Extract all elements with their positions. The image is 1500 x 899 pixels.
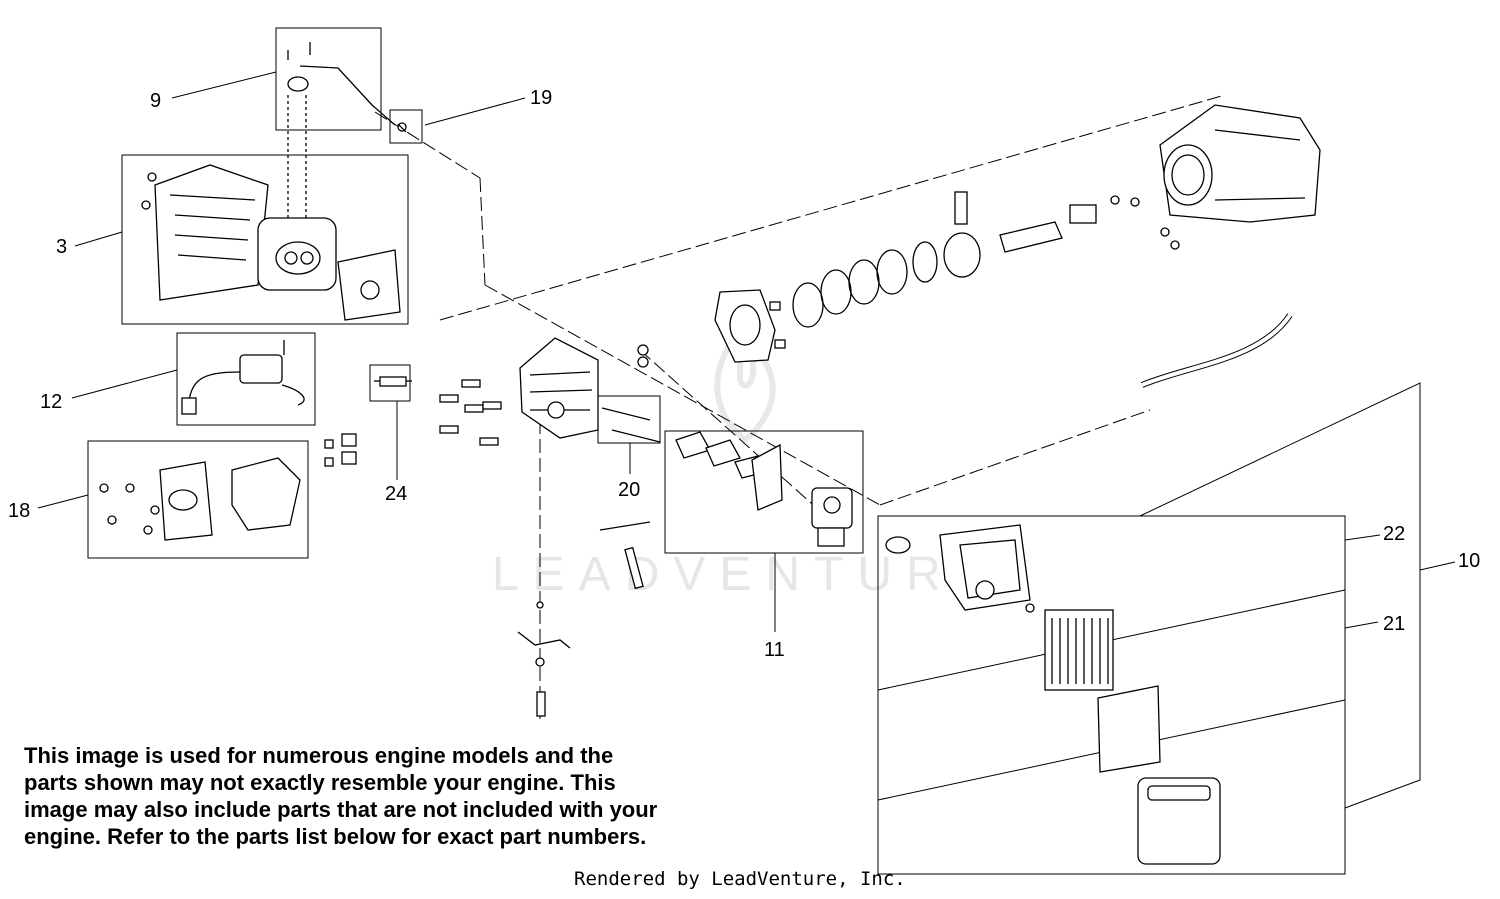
callout-9: 9 bbox=[150, 90, 161, 112]
air-filter-element-part bbox=[1044, 609, 1114, 691]
watermark-flame-logo bbox=[714, 321, 776, 444]
box-3 bbox=[121, 154, 409, 325]
box-18 bbox=[87, 440, 309, 559]
valve-cover-bolts-part bbox=[99, 483, 160, 535]
callout-24: 24 bbox=[385, 483, 407, 505]
valve-springs-part bbox=[324, 433, 357, 467]
callout-18: 18 bbox=[8, 500, 30, 522]
governor-linkage-part bbox=[599, 521, 651, 590]
callout-3: 3 bbox=[56, 236, 67, 258]
callout-12: 12 bbox=[40, 391, 62, 413]
head-gasket-part bbox=[714, 289, 776, 363]
box-22 bbox=[877, 515, 1346, 875]
head-bolts-part bbox=[439, 379, 502, 446]
callout-19: 19 bbox=[530, 87, 552, 109]
muffler-guard-part bbox=[141, 164, 269, 301]
group-boxes bbox=[87, 27, 1421, 875]
rendered-by-credit: Rendered by LeadVenture, Inc. bbox=[574, 868, 906, 890]
callout-20: 20 bbox=[618, 479, 640, 501]
box-12 bbox=[176, 332, 316, 426]
valve-cover-part bbox=[159, 461, 213, 541]
spark-plug-part bbox=[374, 376, 412, 387]
crankcase-block-part bbox=[1159, 104, 1321, 250]
box-19 bbox=[389, 109, 423, 144]
box-9 bbox=[275, 27, 382, 131]
air-filter-cover-part bbox=[1137, 777, 1221, 865]
callout-11: 11 bbox=[764, 639, 785, 661]
ignition-coil-part bbox=[181, 340, 305, 415]
piston-part bbox=[943, 191, 981, 278]
breather-tube-part bbox=[1140, 313, 1293, 388]
dowel-pins-part bbox=[637, 301, 786, 368]
disclaimer-text: This image is used for numerous engine m… bbox=[24, 743, 658, 849]
intake-gaskets-part bbox=[675, 431, 766, 479]
screw-part-19 bbox=[397, 122, 407, 133]
piston-rings-part bbox=[792, 241, 938, 328]
callout-22: 22 bbox=[1383, 523, 1405, 545]
rod-cap-part bbox=[1069, 195, 1140, 224]
muffler-part bbox=[257, 217, 337, 291]
cylinder-head-part bbox=[519, 337, 599, 439]
throttle-linkage-part bbox=[287, 42, 396, 230]
air-filter-base-part bbox=[885, 524, 1035, 613]
box-24 bbox=[369, 364, 411, 402]
heat-shield-part bbox=[751, 443, 783, 511]
muffler-gasket-part bbox=[337, 249, 401, 321]
callout-21: 21 bbox=[1383, 613, 1405, 635]
leader-lines bbox=[37, 71, 1456, 632]
valve-cover-gasket-part bbox=[231, 457, 301, 531]
callout-10: 10 bbox=[1458, 550, 1480, 572]
connecting-rod-part bbox=[999, 221, 1063, 253]
box-20 bbox=[597, 395, 661, 444]
governor-lever-part bbox=[517, 601, 571, 717]
watermark-text: LEADVENTURE bbox=[492, 548, 1001, 601]
guide-lines bbox=[374, 94, 1226, 720]
carburetor-part bbox=[811, 487, 853, 547]
intake-studs-part bbox=[601, 407, 661, 443]
pre-filter-part bbox=[1097, 685, 1161, 773]
box-11 bbox=[664, 430, 864, 554]
